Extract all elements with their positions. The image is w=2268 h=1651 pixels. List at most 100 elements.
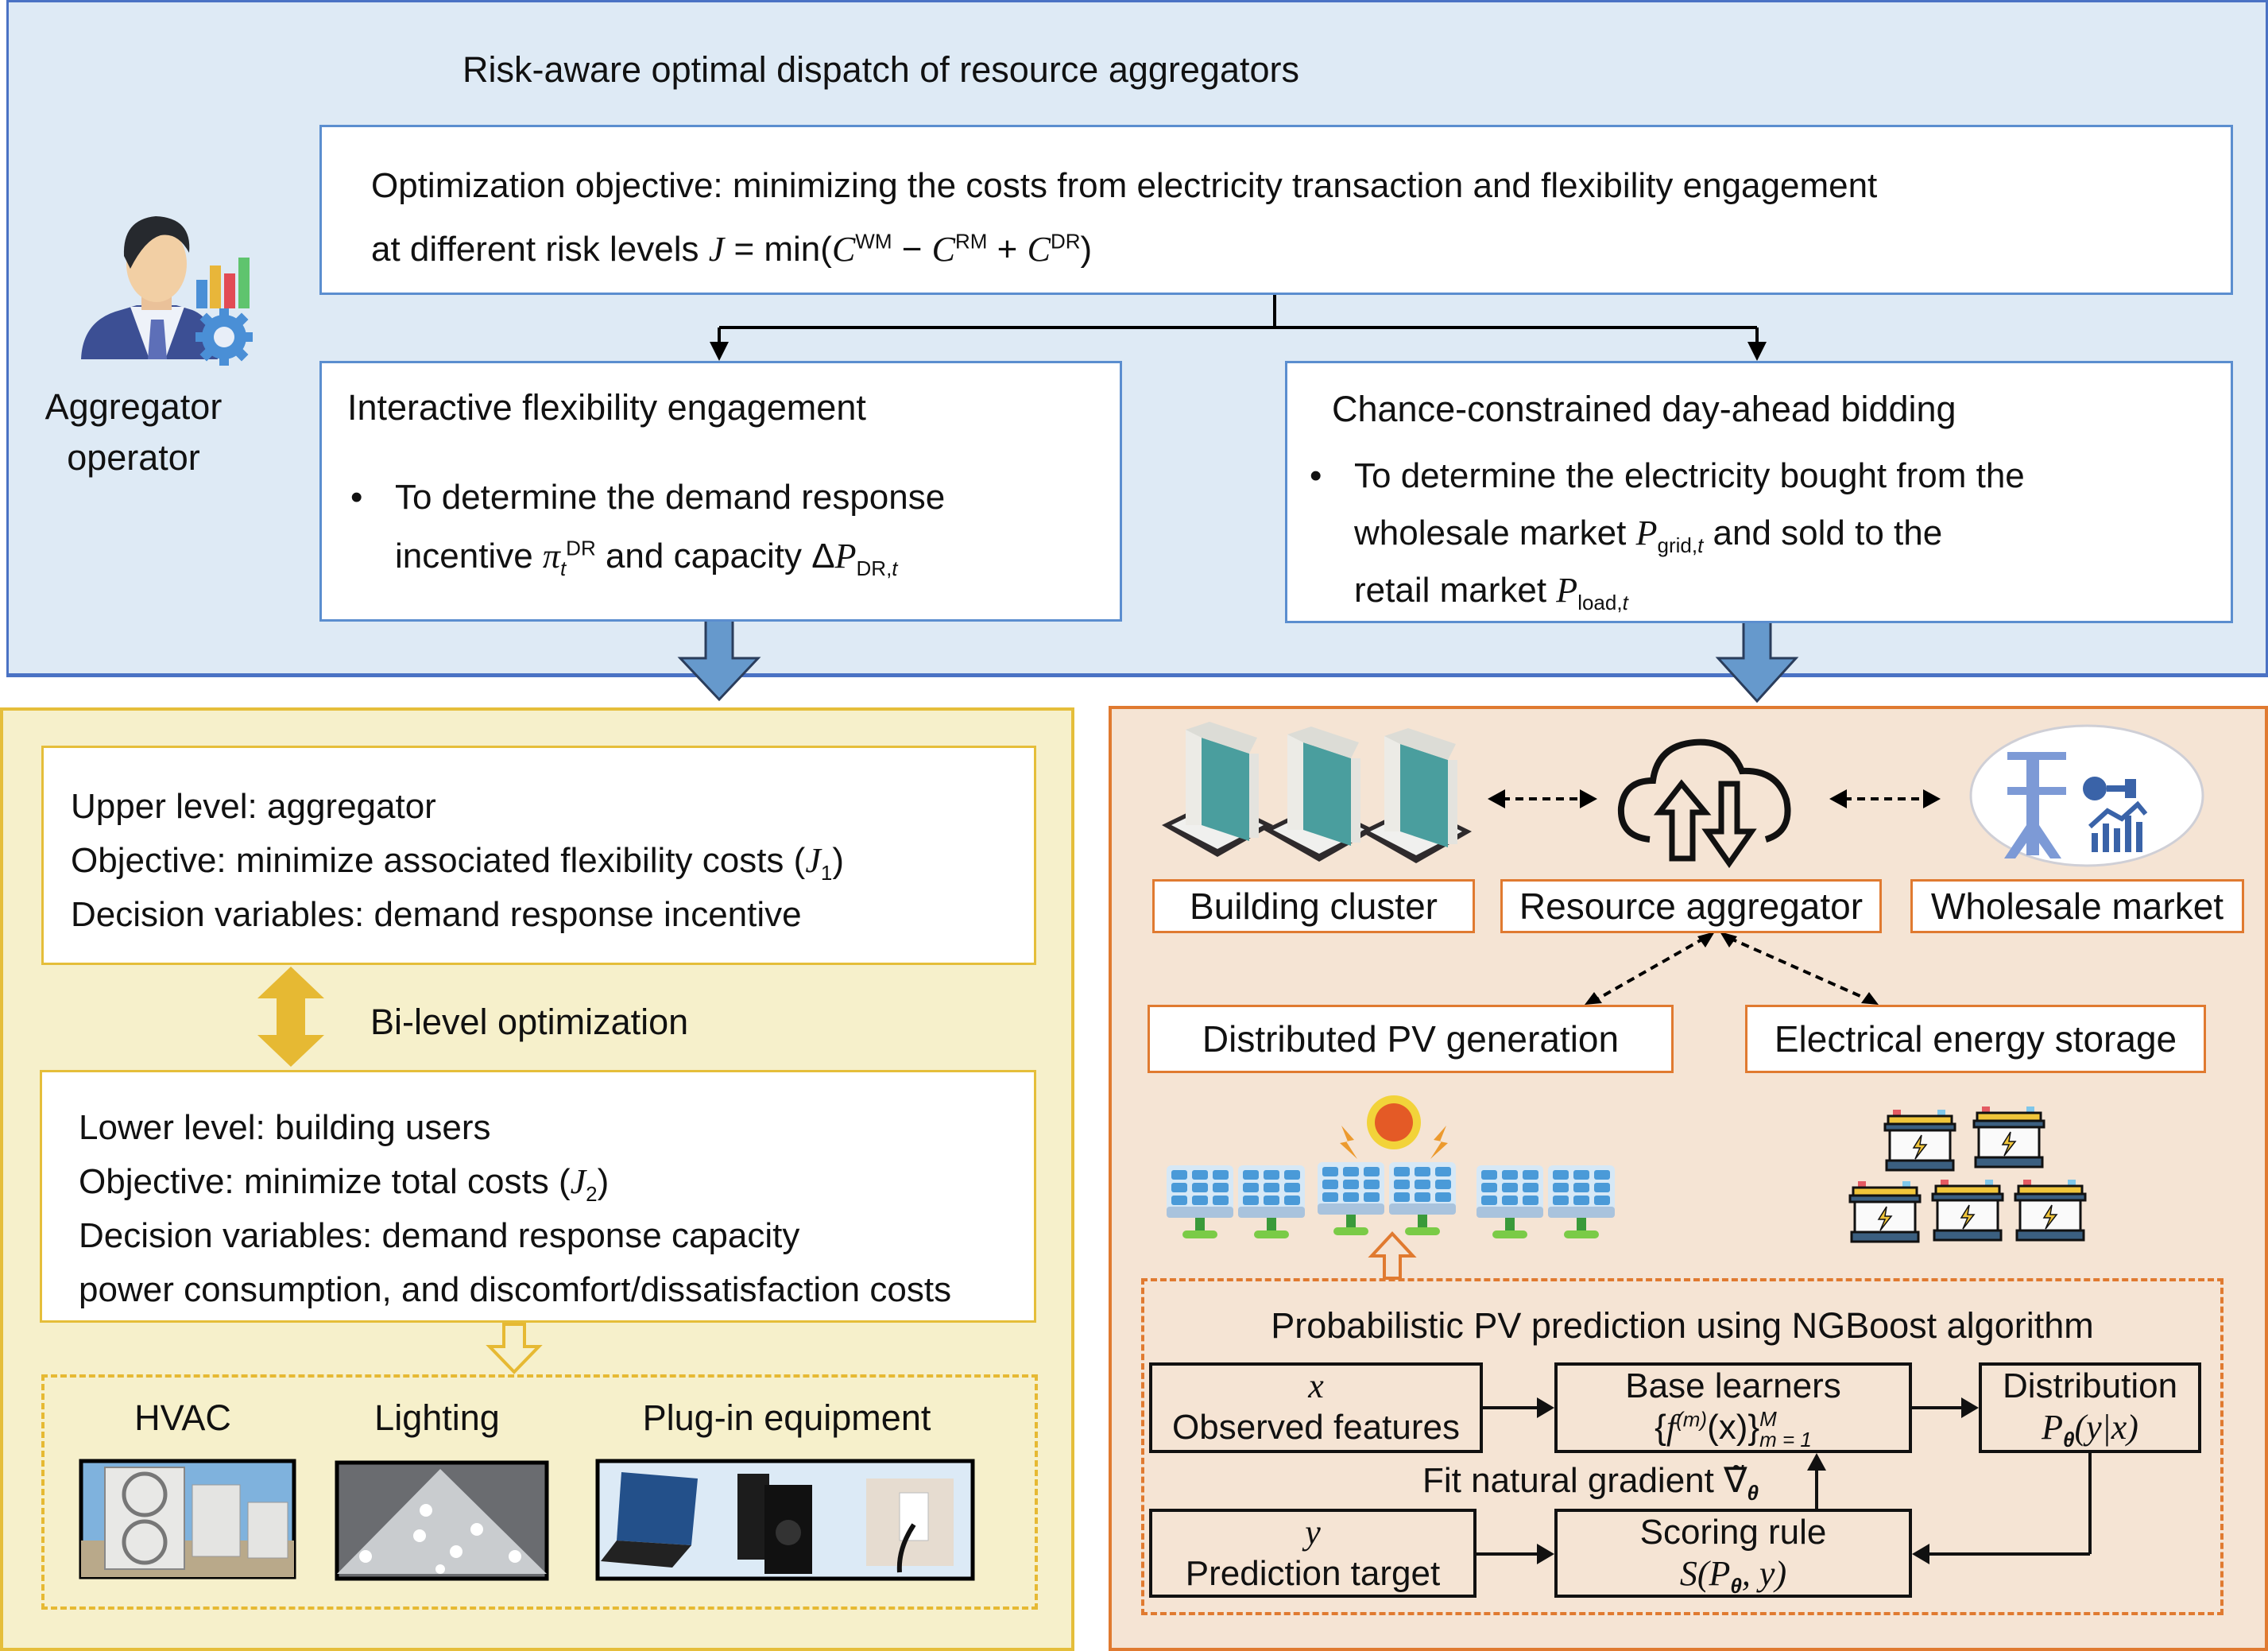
operator-label-line2: operator (67, 437, 200, 478)
cloud-sync-icon (1617, 738, 1791, 869)
objective-line1: Optimization objective: minimizing the c… (371, 166, 1878, 205)
p-dr-sub: DR, (856, 556, 892, 580)
y-var: y (1305, 1513, 1321, 1552)
lower-m1: m = 1 (1759, 1428, 1812, 1452)
arrow-to-bid-box (1747, 342, 1767, 361)
brace-open: { (1655, 1408, 1666, 1447)
f-symbol: f (1666, 1408, 1677, 1447)
devices-group (41, 1374, 1038, 1610)
bilevel-label: Bi-level optimization (370, 1002, 689, 1042)
scoring-formula: S(Pθ, y) (1558, 1553, 1909, 1596)
p-grid-sub: grid, (1657, 533, 1698, 557)
gradient-theta: θ (1747, 1480, 1759, 1505)
cost-C-wm: C (831, 230, 856, 269)
arrowhead (1861, 992, 1879, 1005)
p-load-sub-t: t (1622, 590, 1628, 614)
p-dr-sub-t: t (892, 556, 898, 580)
p-grid-sub-t: t (1697, 533, 1704, 557)
natural-gradient-label: Fit natural gradient ∇̃θ (1422, 1461, 1759, 1503)
objective-minus: − (892, 230, 932, 269)
score-P: P (1709, 1554, 1731, 1593)
plugin-equipment-image (595, 1459, 975, 1581)
wholesale-market-label: Wholesale market (1910, 879, 2244, 933)
lower-level-line4: power consumption, and discomfort/dissat… (79, 1270, 952, 1309)
upper-level-line1: Upper level: aggregator (71, 787, 436, 826)
arrowhead (1961, 1397, 1979, 1418)
upper-level-line3: Decision variables: demand response ince… (71, 895, 802, 934)
m-sup: (m) (1676, 1407, 1708, 1432)
aggregator-operator-icon (81, 216, 253, 366)
lower-level-line3: Decision variables: demand response capa… (79, 1216, 800, 1255)
dist-theta: θ (2062, 1427, 2075, 1451)
bid-line3-prefix: retail market (1354, 571, 1557, 610)
x-symbol: x (1152, 1366, 1480, 1407)
J1-symbol: J (805, 841, 821, 880)
arrowhead (1488, 789, 1505, 808)
flex-box-bullet-text: •To determine the demand response incent… (350, 468, 945, 586)
bid-line2-prefix: wholesale market (1354, 514, 1636, 552)
device-label-hvac: HVAC (134, 1397, 231, 1438)
objective-line2-prefix: at different risk levels (371, 230, 709, 269)
J2-symbol: J (570, 1162, 586, 1201)
gradient-text: Fit natural gradient (1422, 1461, 1724, 1500)
interactive-flexibility-box: Interactive flexibility engagement •To d… (319, 361, 1122, 622)
x-var: x (1308, 1366, 1324, 1405)
observed-features-box: x Observed features (1149, 1362, 1483, 1453)
f-arg: (x) (1707, 1408, 1748, 1447)
scoring-rule-label: Scoring rule (1639, 1513, 1827, 1552)
device-label-plugin: Plug-in equipment (642, 1397, 931, 1438)
day-ahead-bidding-box: Chance-constrained day-ahead bidding •To… (1285, 361, 2233, 623)
objective-text: Optimization objective: minimizing the c… (371, 154, 1877, 281)
cost-C-rm: C (931, 230, 956, 269)
dist-P: P (2042, 1408, 2063, 1447)
bullet-icon: • (1310, 456, 1322, 495)
lower-line2-suffix: ) (597, 1162, 610, 1201)
arrowhead (1580, 789, 1597, 808)
arrow-to-flex-box (710, 342, 729, 361)
aggregator-operator-label: Aggregator operator (38, 382, 229, 483)
pv-generation-label: Distributed PV generation (1148, 1005, 1674, 1073)
bid-box-bullet-text: •To determine the electricity bought fro… (1310, 448, 2025, 619)
J2-sub: 2 (586, 1181, 598, 1206)
p-load-symbol: P (1556, 571, 1578, 610)
arrowhead (1912, 1544, 1929, 1564)
arrowhead (1537, 1544, 1554, 1564)
lower-level-line1: Lower level: building users (79, 1108, 491, 1147)
bid-line2-suffix: and sold to the (1703, 514, 1943, 552)
flex-line2-prefix: incentive (395, 537, 543, 576)
top-panel-title: Risk-aware optimal dispatch of resource … (463, 49, 1299, 90)
blue-down-arrow-left (677, 618, 761, 702)
pi-sup: DR (566, 536, 596, 560)
prediction-target-box: y Prediction target (1149, 1509, 1477, 1598)
upper-line2-suffix: ) (832, 841, 844, 880)
score-S: S( (1679, 1554, 1709, 1593)
objective-J: J (708, 230, 725, 269)
upper-M: M (1759, 1407, 1777, 1432)
prediction-target-label: Prediction target (1185, 1554, 1441, 1593)
cost-C-dr: C (1027, 230, 1051, 269)
hollow-down-arrow-yellow (486, 1323, 543, 1374)
distribution-box: Distribution Pθ(y|x) (1979, 1362, 2201, 1453)
blue-down-arrow-right (1715, 617, 1799, 703)
arrowhead (1585, 992, 1602, 1005)
wholesale-market-icon (1969, 724, 2204, 867)
pi-symbol: π (542, 537, 560, 576)
flex-line2-mid: and capacity Δ (595, 537, 835, 576)
score-rest: , y) (1741, 1554, 1787, 1593)
lower-level-text: Lower level: building users Objective: m… (79, 1101, 951, 1317)
sup-wm: WM (855, 229, 892, 254)
arrowhead (1697, 932, 1715, 948)
arrowhead (1829, 789, 1847, 808)
pi-sub: t (559, 556, 567, 580)
upper-level-text: Upper level: aggregator Objective: minim… (71, 780, 844, 942)
flex-line1: To determine the demand response (395, 478, 946, 517)
upper-level-line2: Objective: minimize associated flexibili… (71, 834, 844, 888)
scoring-rule-box: Scoring rule S(Pθ, y) (1554, 1509, 1912, 1598)
arrowhead (1923, 789, 1941, 808)
lower-line2-prefix: Objective: minimize total costs ( (79, 1162, 571, 1201)
lighting-image (335, 1460, 549, 1581)
resource-aggregator-label: Resource aggregator (1500, 879, 1882, 933)
